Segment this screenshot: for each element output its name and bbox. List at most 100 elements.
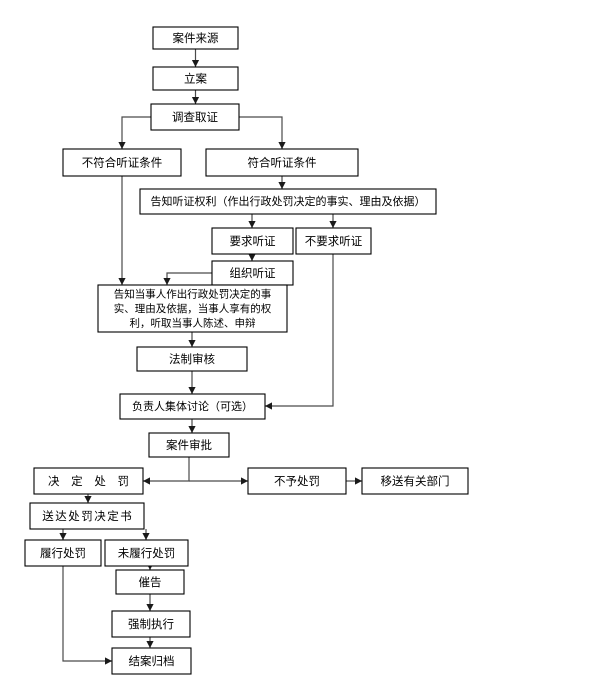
connector-e3 <box>118 116 151 149</box>
node-box[interactable] <box>211 227 294 255</box>
node-box[interactable] <box>148 432 230 458</box>
node-request-hearing[interactable]: 要求听证 <box>211 227 294 255</box>
node-close-archive[interactable]: 结案归档 <box>111 647 192 675</box>
node-deliver-decision[interactable]: 送达处罚决定书 <box>29 502 145 530</box>
arrow-head <box>265 402 272 410</box>
connector-e22 <box>146 594 154 611</box>
node-box[interactable] <box>62 148 182 177</box>
node-not-meet-hearing[interactable]: 不符合听证条件 <box>62 148 182 177</box>
node-organize-hearing[interactable]: 组织听证 <box>211 260 294 286</box>
node-label: 告知听证权利（作出行政处罚决定的事实、理由及依据） <box>151 194 426 208</box>
node-label: 不符合听证条件 <box>82 156 163 170</box>
node-box[interactable] <box>152 66 239 91</box>
arrow-head <box>355 477 362 485</box>
node-urge[interactable]: 催告 <box>115 569 185 595</box>
connector-e9 <box>163 272 212 285</box>
node-box[interactable] <box>361 467 469 495</box>
node-label: 决 定 处 罚 <box>48 474 133 488</box>
node-label: 不予处罚 <box>274 474 320 488</box>
node-box[interactable] <box>115 569 185 595</box>
connector-e24 <box>62 566 112 665</box>
arrow-head <box>105 657 112 665</box>
node-transfer-dept[interactable]: 移送有关部门 <box>361 467 469 495</box>
arrow-head <box>188 426 196 433</box>
connector-e6 <box>248 214 256 228</box>
node-box[interactable] <box>295 227 372 255</box>
node-not-fulfill-penalty[interactable]: 未履行处罚 <box>104 539 189 567</box>
arrow-head <box>241 477 248 485</box>
node-fulfill-penalty[interactable]: 履行处罚 <box>24 539 102 567</box>
node-label: 移送有关部门 <box>381 474 450 488</box>
connector-e1 <box>191 49 200 67</box>
node-decide-penalty[interactable]: 决 定 处 罚 <box>33 467 144 495</box>
connector-e13 <box>265 254 334 410</box>
node-box[interactable] <box>247 467 347 495</box>
node-label: 案件来源 <box>173 31 219 45</box>
connector-e20 <box>142 529 150 540</box>
node-label: 不要求听证 <box>305 234 363 248</box>
node-label: 负责人集体讨论（可选） <box>132 399 253 413</box>
node-label: 立案 <box>184 72 207 86</box>
connector-e17 <box>346 477 362 485</box>
connector-e19 <box>59 529 67 540</box>
arrow-head <box>84 496 92 503</box>
node-investigation[interactable]: 调查取证 <box>150 103 240 131</box>
node-inform-hearing-rights[interactable]: 告知听证权利（作出行政处罚决定的事实、理由及依据） <box>139 188 437 215</box>
node-case-source[interactable]: 案件来源 <box>152 26 239 50</box>
node-box[interactable] <box>29 502 145 530</box>
connector-e18 <box>84 494 92 503</box>
node-box[interactable] <box>104 539 189 567</box>
node-case-filing[interactable]: 立案 <box>152 66 239 91</box>
node-label: 调查取证 <box>172 110 218 124</box>
node-collective-discussion[interactable]: 负责人集体讨论（可选） <box>119 393 266 420</box>
connector-e16 <box>189 477 248 485</box>
node-label: 要求听证 <box>230 234 276 248</box>
arrow-head <box>191 97 200 104</box>
connector-e10 <box>118 176 126 285</box>
connector-e8 <box>248 254 256 261</box>
arrow-head <box>188 387 196 394</box>
node-label: 符合听证条件 <box>248 156 317 170</box>
arrow-head <box>329 221 337 228</box>
node-box[interactable] <box>139 188 437 215</box>
node-box[interactable] <box>150 103 240 131</box>
node-label: 法制审核 <box>169 352 215 366</box>
node-box[interactable] <box>136 346 248 372</box>
node-no-request-hearing[interactable]: 不要求听证 <box>295 227 372 255</box>
arrow-head <box>146 604 154 611</box>
arrow-head <box>59 533 67 540</box>
arrow-head <box>278 182 286 189</box>
connector-e23 <box>146 637 154 648</box>
node-inform-party-rights[interactable]: 告知当事人作出行政处罚决定的事实、理由及依据，当事人享有的权利，听取当事人陈述、… <box>97 284 288 333</box>
arrow-head <box>278 142 286 149</box>
node-box[interactable] <box>33 467 144 495</box>
arrow-head <box>188 340 196 347</box>
arrow-head <box>191 60 200 67</box>
arrow-head <box>142 533 150 540</box>
connector-e11 <box>188 332 196 347</box>
node-box[interactable] <box>152 26 239 50</box>
arrow-head <box>248 221 256 228</box>
node-meet-hearing[interactable]: 符合听证条件 <box>205 148 359 177</box>
node-label: 催告 <box>139 575 162 589</box>
node-no-penalty[interactable]: 不予处罚 <box>247 467 347 495</box>
connector-e2 <box>191 90 200 104</box>
arrow-head <box>143 477 150 485</box>
node-label: 送达处罚决定书 <box>42 509 133 523</box>
node-enforcement[interactable]: 强制执行 <box>111 610 191 638</box>
connector-e4 <box>239 116 286 149</box>
node-box[interactable] <box>205 148 359 177</box>
node-box[interactable] <box>111 610 191 638</box>
node-box[interactable] <box>97 284 288 333</box>
node-label: 组织听证 <box>230 266 276 280</box>
arrow-head <box>118 142 126 149</box>
node-box[interactable] <box>111 647 192 675</box>
node-case-approval[interactable]: 案件审批 <box>148 432 230 458</box>
connector-e12 <box>188 371 196 394</box>
node-legal-review[interactable]: 法制审核 <box>136 346 248 372</box>
connector-e14 <box>188 419 196 433</box>
node-box[interactable] <box>119 393 266 420</box>
arrow-head <box>118 278 126 285</box>
node-box[interactable] <box>24 539 102 567</box>
